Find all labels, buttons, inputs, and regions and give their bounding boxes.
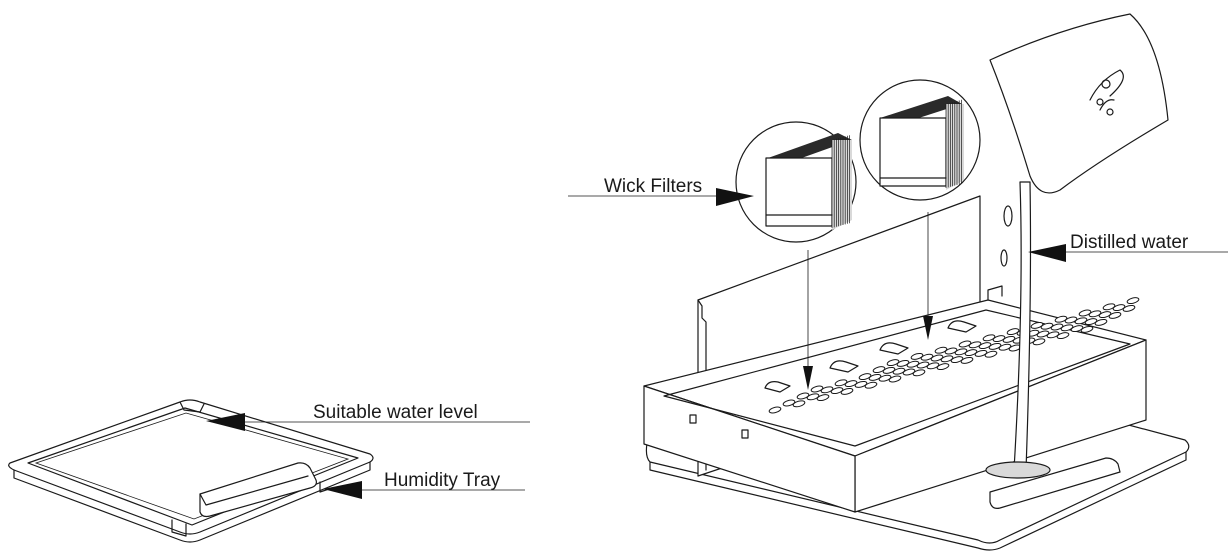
label-wick-filters: Wick Filters: [604, 176, 702, 197]
grid-hole: [820, 386, 834, 394]
grid-hole: [806, 393, 820, 401]
grid-hole: [782, 399, 796, 407]
grid-hole: [920, 353, 934, 361]
grid-hole: [926, 362, 940, 370]
grid-hole: [830, 387, 844, 395]
grid-hole: [916, 361, 930, 369]
wick-filter-left: [735, 121, 857, 243]
grid-hole: [864, 381, 878, 389]
grid-hole: [958, 340, 972, 348]
grid-hole: [1040, 322, 1054, 330]
grid-hole: [936, 363, 950, 371]
leader-wick-filters: [568, 188, 754, 206]
grid-hole: [934, 346, 948, 354]
grid-hole: [978, 342, 992, 350]
grid-hole: [882, 366, 896, 374]
grid-hole: [888, 375, 902, 383]
grid-hole: [892, 367, 906, 375]
humidity-tray-illustration: [8, 399, 374, 543]
grid-hole: [1074, 317, 1088, 325]
grid-hole: [950, 356, 964, 364]
water-pouring-bottle: [985, 13, 1169, 479]
grid-hole: [1094, 318, 1108, 326]
tray-grid: [768, 297, 1140, 414]
grid-hole: [816, 394, 830, 402]
grid-hole: [906, 360, 920, 368]
grid-hole: [992, 335, 1006, 343]
grid-hole: [796, 392, 810, 400]
grid-hole: [988, 342, 1002, 350]
grid-hole: [998, 343, 1012, 351]
grid-hole: [974, 349, 988, 357]
grid-hole: [1050, 323, 1064, 331]
grid-hole: [840, 387, 854, 395]
grid-hole: [1036, 330, 1050, 338]
leader-distilled-water: [1028, 244, 1228, 262]
grid-hole: [834, 379, 848, 387]
grid-hole: [1122, 304, 1136, 312]
label-humidity-tray: Humidity Tray: [384, 470, 501, 491]
grid-hole: [984, 350, 998, 358]
grid-hole: [792, 400, 806, 408]
grid-hole: [940, 355, 954, 363]
grid-hole: [964, 349, 978, 357]
grid-hole: [1030, 321, 1044, 329]
grid-hole: [944, 347, 958, 355]
grid-hole: [1002, 335, 1016, 343]
grid-hole: [1032, 338, 1046, 346]
grid-hole: [1054, 315, 1068, 323]
leader-suitable-water-level: [206, 413, 530, 431]
grid-hole: [982, 334, 996, 342]
grid-hole: [1108, 311, 1122, 319]
grid-hole: [1098, 311, 1112, 319]
grid-hole: [930, 354, 944, 362]
grid-hole: [886, 359, 900, 367]
label-suitable-water-level: Suitable water level: [313, 402, 478, 423]
label-distilled-water: Distilled water: [1070, 232, 1189, 253]
grid-hole: [1056, 332, 1070, 340]
grid-hole: [1070, 325, 1084, 333]
grid-hole: [1088, 310, 1102, 318]
grid-hole: [912, 369, 926, 377]
grid-hole: [868, 373, 882, 381]
grid-hole: [902, 368, 916, 376]
grid-hole: [1112, 304, 1126, 312]
grid-hole: [810, 385, 824, 393]
grid-hole: [910, 352, 924, 360]
grid-hole: [844, 380, 858, 388]
grid-hole: [1084, 318, 1098, 326]
grid-hole: [768, 406, 782, 414]
grid-hole: [858, 373, 872, 381]
grid-hole: [1080, 325, 1094, 333]
grid-hole: [960, 356, 974, 364]
grid-hole: [854, 380, 868, 388]
grid-hole: [896, 359, 910, 367]
grid-hole: [1006, 328, 1020, 336]
grid-hole: [954, 348, 968, 356]
grid-hole: [1102, 303, 1116, 311]
grid-hole: [872, 366, 886, 374]
grid-hole: [878, 374, 892, 382]
grid-hole: [1078, 309, 1092, 317]
grid-hole: [1064, 316, 1078, 324]
grid-hole: [1126, 297, 1140, 305]
grid-hole: [1046, 331, 1060, 339]
wick-filter-right: [859, 79, 981, 201]
grid-hole: [1060, 324, 1074, 332]
grid-hole: [968, 341, 982, 349]
leader-humidity-tray: [323, 481, 525, 499]
